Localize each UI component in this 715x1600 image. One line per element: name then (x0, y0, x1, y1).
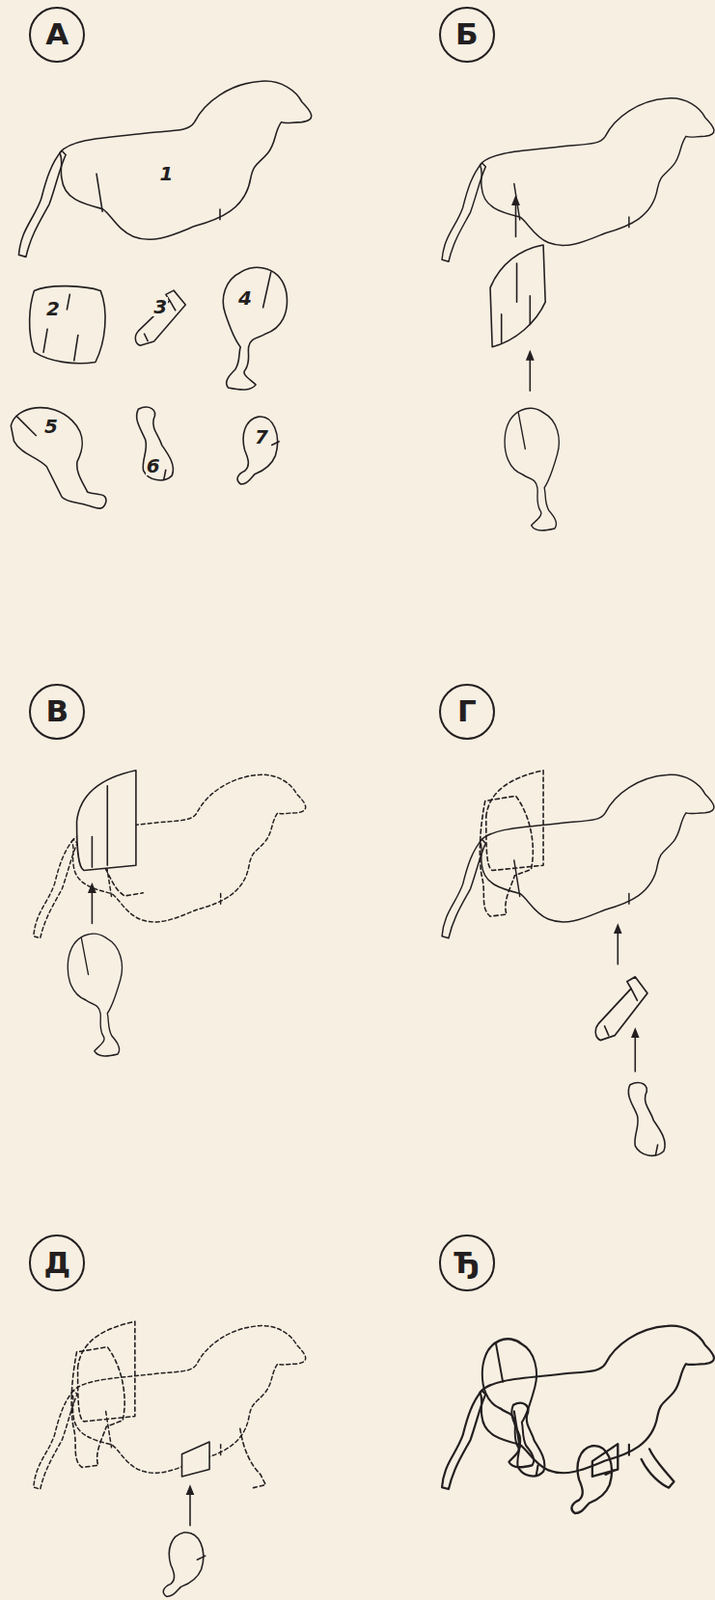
part-piece: 1 (10, 76, 318, 263)
part-number: 3 (152, 297, 168, 317)
part-number: 4 (237, 288, 253, 308)
part-number: 7 (253, 427, 270, 447)
part-piece: 4 (220, 265, 292, 392)
part-number: 1 (159, 164, 175, 184)
part-outline (232, 414, 282, 489)
step-letter: Б (455, 19, 479, 50)
step-letter: Д (43, 1248, 71, 1279)
step-letter-circle: А (28, 6, 85, 63)
part-number: 6 (145, 456, 162, 476)
part-piece: 7 (232, 414, 282, 489)
step-letter: Ђ (453, 1248, 480, 1279)
step-letter-circle: Б (439, 6, 495, 63)
step-letter-circle: Ђ (439, 1235, 495, 1292)
part-outline (220, 265, 292, 392)
part-number: 5 (43, 416, 59, 437)
part-piece: 3 (130, 288, 190, 351)
step-letter: А (45, 19, 69, 50)
part-outline (27, 283, 110, 368)
step-letter: В (45, 696, 69, 727)
part-number: 2 (45, 299, 61, 319)
step-letter-circle: Д (28, 1235, 85, 1292)
part-piece: 5 (5, 401, 110, 514)
step-letter-circle: В (28, 684, 85, 741)
step-letter-circle: Г (439, 684, 495, 741)
part-piece: 6 (133, 404, 179, 485)
step-letter: Г (457, 696, 477, 727)
part-piece: 2 (27, 283, 110, 368)
